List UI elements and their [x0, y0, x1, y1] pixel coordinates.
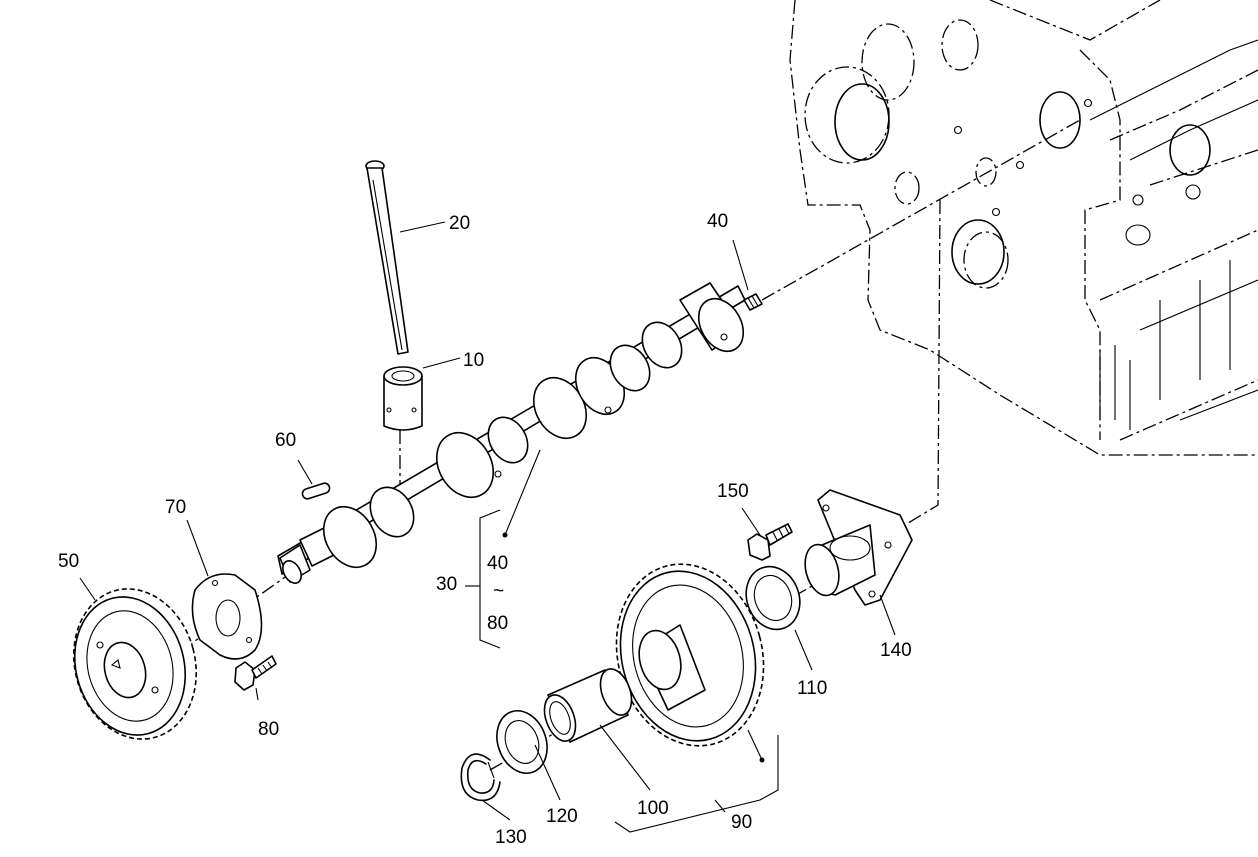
cam-gear-part-50	[72, 588, 198, 740]
part-labels: 20 10 40 60 70 50 80 30 40 ~ 80 150 140 …	[58, 211, 912, 848]
label-range-end-80: 80	[487, 613, 508, 634]
label-100: 100	[637, 798, 669, 819]
bushing-part-100	[543, 668, 633, 743]
tappet-part-10	[383, 366, 423, 431]
engine-block	[789, 0, 1258, 456]
camshaft-part-30	[277, 282, 746, 584]
label-range-start-40: 40	[487, 553, 508, 574]
thrust-washer-part-120	[496, 710, 548, 774]
bolt-part-150	[747, 523, 793, 561]
label-60: 60	[275, 430, 296, 451]
label-30: 30	[436, 574, 457, 595]
label-range-separator: ~	[493, 581, 504, 602]
label-50: 50	[58, 551, 79, 572]
label-120: 120	[546, 806, 578, 827]
label-140: 140	[880, 640, 912, 661]
bolt-part-80	[234, 655, 277, 691]
washer-part-110	[745, 565, 801, 631]
snap-ring-part-130	[460, 753, 501, 802]
plug-part-40	[743, 293, 763, 311]
idler-shaft-bracket-part-140	[804, 489, 913, 606]
label-130: 130	[495, 827, 527, 848]
push-rod-part-20	[365, 160, 409, 355]
label-90: 90	[731, 812, 752, 833]
label-20: 20	[449, 213, 470, 234]
label-80: 80	[258, 719, 279, 740]
label-110: 110	[797, 678, 827, 699]
label-70: 70	[165, 497, 186, 518]
label-10: 10	[463, 350, 484, 371]
idler-gear-part-90	[615, 563, 765, 747]
thrust-plate-part-70	[191, 573, 263, 660]
key-part-60	[301, 482, 331, 500]
leader-lines	[79, 221, 896, 833]
label-150: 150	[717, 481, 749, 502]
label-40: 40	[707, 211, 728, 232]
